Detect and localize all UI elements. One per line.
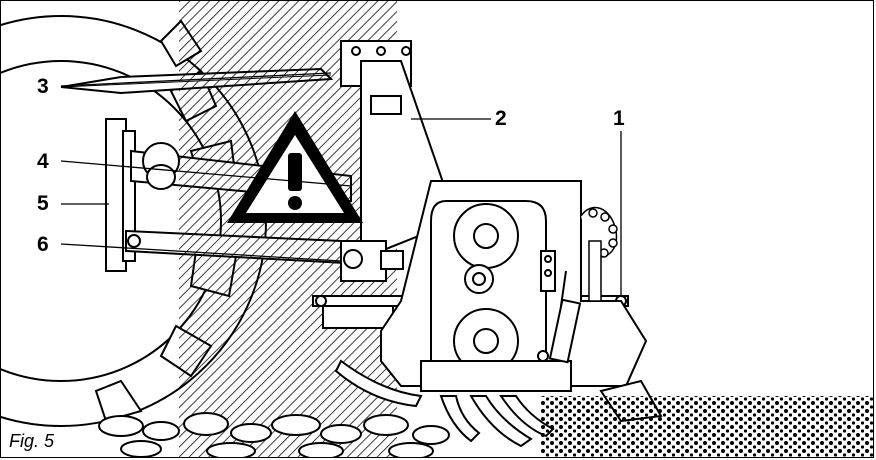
ground-stones <box>98 412 450 457</box>
tines <box>439 395 555 448</box>
drive-chain <box>580 206 618 302</box>
attachment-plate <box>105 118 136 272</box>
ground-soil <box>541 396 873 457</box>
callout-6: 6 <box>37 233 49 256</box>
hydraulic-cylinder <box>537 270 582 364</box>
callout-4: 4 <box>37 150 49 173</box>
callout-2: 2 <box>495 107 507 130</box>
callout-1: 1 <box>613 107 625 130</box>
figure-caption: Fig. 5 <box>9 431 55 451</box>
gearbox-housing <box>380 180 648 392</box>
callout-3: 3 <box>37 75 49 98</box>
leader-lines <box>60 72 622 296</box>
callout-5: 5 <box>37 192 49 215</box>
